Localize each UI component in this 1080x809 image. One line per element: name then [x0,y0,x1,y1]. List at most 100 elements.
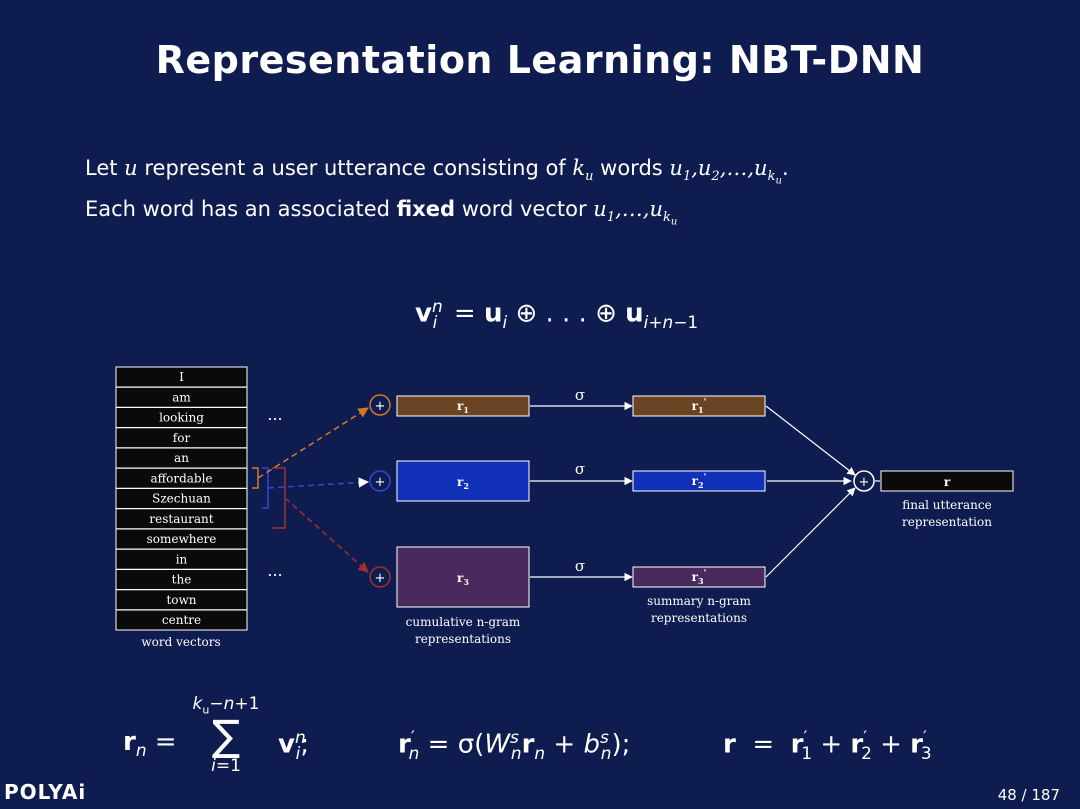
svg-text:r2: r2 [457,475,469,491]
word-vector-cell: centre [115,609,248,631]
plus-symbol: + [375,399,386,414]
summary-r: r [692,399,699,413]
vector-sequence: u1,…,uku [593,197,678,228]
summary-box-1: r1' [632,395,766,417]
formula-rprime: r′n = σ(Wsnrn + bsn); [398,727,631,763]
cumulative-box-3: r3 [396,546,530,608]
summary-box-2: r2' [632,470,766,492]
final-label-2: representation [902,515,992,529]
sigma-label-1: σ [575,386,585,404]
ellipsis-bottom: ... [267,561,282,580]
svg-text:r3': r3' [692,569,707,586]
word-vector-cell: the [115,569,248,590]
page-number: 48 / 187 [997,786,1060,804]
plus-circle-2: + [369,470,391,492]
cumulative-box-1: r1 [396,395,530,417]
summary-sub: 3 [698,576,704,586]
word-vector-cell: in [115,548,248,570]
cumulative-sub: 3 [463,577,469,587]
cumulative-r: r [457,571,464,585]
intro-line-2: Each word has an associated fixed word v… [85,197,677,228]
intro-period: . [781,156,789,180]
word-vector-cell: an [115,447,248,469]
sigma-label-2: σ [575,460,585,478]
sigma-label-3: σ [575,557,585,575]
summary-sub: 1 [698,405,704,415]
word-vector-label: somewhere [147,532,217,546]
cumulative-r: r [457,399,464,413]
word-vector-cell: I [115,366,248,388]
word-vector-label: restaurant [149,512,213,526]
polyai-logo: POLYAi [4,780,87,804]
plus-symbol: + [375,475,386,490]
word-vectors-label: word vectors [141,635,220,649]
formula-rn: rn = [123,727,177,761]
var-k-sub: u [585,169,594,185]
plus-circle-1: + [369,394,391,416]
sum-upper-limit: ku−n+1 [192,694,260,717]
sigma-sum-icon: ∑ [211,711,241,761]
svg-text:r2': r2' [692,473,707,490]
ngram-brackets [252,407,370,573]
summary-prime: ' [704,398,707,408]
final-representation-box: r [880,470,1014,492]
sum-lower-limit: i=1 [211,756,241,777]
word-vector-cell: Szechuan [115,488,248,509]
cumulative-sub: 1 [463,405,469,415]
intro-text: Each word has an associated [85,197,397,221]
plus-circle-3: + [369,566,391,588]
ngram-formula: vni = ui ⊕ . . . ⊕ ui+n−1 [415,296,699,332]
word-vector-label: for [173,431,191,445]
summary-label-2: representations [651,611,747,625]
intro-bold-fixed: fixed [396,197,456,221]
var-k: k [572,156,586,180]
cumulative-sub: 2 [463,481,469,491]
svg-text:r3: r3 [457,571,469,587]
var-u: u [124,156,138,180]
intro-text: Let [85,156,125,180]
word-vector-cell: looking [115,407,248,428]
cumulative-label-2: representations [415,632,511,646]
word-vector-cell: for [115,427,248,449]
cumulative-r: r [457,475,464,489]
intro-text: word vector [455,197,594,221]
slide-title: Representation Learning: NBT-DNN [155,38,925,82]
word-vector-label: looking [159,411,204,425]
word-vector-label: town [166,593,196,607]
word-vector-label: affordable [150,471,212,485]
summary-r: r [692,474,699,488]
word-vector-label: the [172,573,192,587]
formula-r: r = r′1 + r′2 + r′3 [723,727,932,763]
word-vector-label: an [174,451,189,465]
word-sequence: u1,u2,…,uku [669,156,782,187]
word-vector-label: am [172,390,191,404]
summary-box-3: r3' [632,566,766,588]
word-vector-label: I [179,370,184,384]
final-label-1: final utterance [902,498,991,512]
word-vector-label: Szechuan [152,492,211,506]
svg-text:r1: r1 [457,399,469,415]
summary-r: r [692,570,699,584]
cumulative-box-2: r2 [396,460,530,502]
ellipsis-top: ... [267,405,282,424]
word-vector-cell: somewhere [115,528,248,550]
final-plus-circle: + [853,470,875,492]
plus-symbol: + [859,475,870,490]
intro-text: represent a user utterance consisting of [137,156,573,180]
summary-sub: 2 [698,480,704,490]
plus-symbol: + [375,571,386,586]
sum-symbol: ku−n+1 ∑ i=1 [186,694,266,776]
intro-line-1: Let u represent a user utterance consist… [85,156,789,187]
word-vector-cell: am [115,386,248,408]
summary-prime: ' [704,473,707,483]
word-vector-cell: restaurant [115,508,248,530]
summary-prime: ' [704,569,707,579]
svg-text:r1': r1' [692,398,707,415]
final-r: r [944,475,951,489]
summary-label-1: summary n-gram [647,594,751,608]
word-vector-label: centre [162,613,201,627]
formula-vin: vni; [278,727,310,763]
intro-text: words [593,156,670,180]
cumulative-label-1: cumulative n-gram [406,615,521,629]
